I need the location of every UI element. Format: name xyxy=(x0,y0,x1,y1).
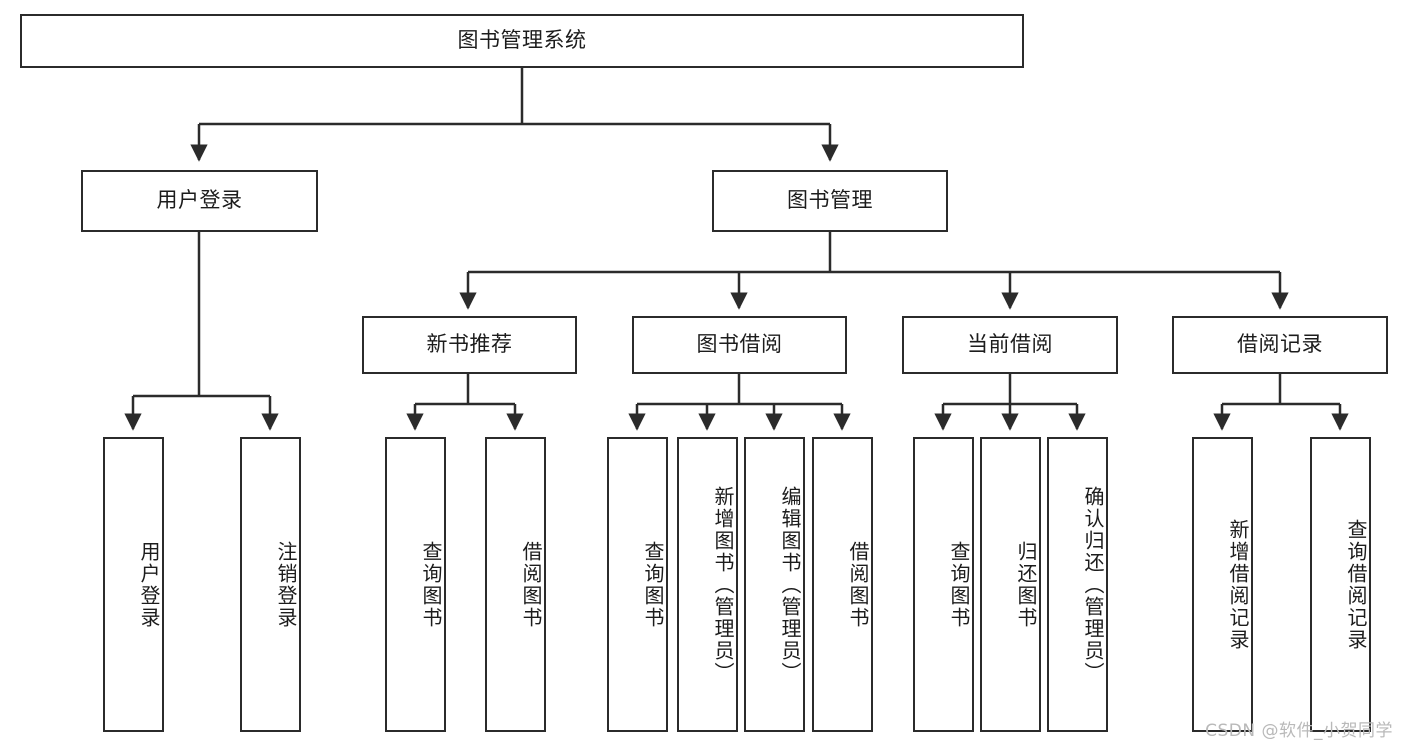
node-leaf-add-book[interactable]: 新增图书（管理员） xyxy=(677,437,738,732)
node-user-login-label: 用户登录 xyxy=(156,188,243,213)
node-leaf-logout-login[interactable]: 注销登录 xyxy=(240,437,301,732)
node-leaf-borrow-book-2-label: 借阅图书 xyxy=(846,540,870,629)
node-leaf-return-book[interactable]: 归还图书 xyxy=(980,437,1041,732)
node-leaf-return-book-label: 归还图书 xyxy=(1014,540,1038,629)
node-leaf-borrow-book-2[interactable]: 借阅图书 xyxy=(812,437,873,732)
node-book-borrow[interactable]: 图书借阅 xyxy=(632,316,847,374)
node-leaf-confirm-return-label: 确认归还（管理员） xyxy=(1081,485,1105,684)
node-book-borrow-label: 图书借阅 xyxy=(696,332,783,357)
node-current-borrow-label: 当前借阅 xyxy=(967,332,1053,357)
node-leaf-query-book-3-label: 查询图书 xyxy=(947,540,971,629)
node-root-label: 图书管理系统 xyxy=(457,28,587,53)
node-leaf-query-record-label: 查询借阅记录 xyxy=(1344,518,1368,651)
node-leaf-borrow-book-1-label: 借阅图书 xyxy=(519,540,543,629)
node-leaf-query-record[interactable]: 查询借阅记录 xyxy=(1310,437,1371,732)
node-book-management[interactable]: 图书管理 xyxy=(712,170,948,232)
node-borrow-record-label: 借阅记录 xyxy=(1237,332,1323,357)
csdn-watermark: CSDN @软件_小贺同学 xyxy=(1205,721,1393,741)
node-new-book-recommend[interactable]: 新书推荐 xyxy=(362,316,577,374)
node-user-login[interactable]: 用户登录 xyxy=(81,170,318,232)
node-leaf-user-login-label: 用户登录 xyxy=(137,540,161,629)
node-leaf-query-book-2[interactable]: 查询图书 xyxy=(607,437,668,732)
node-leaf-logout-login-label: 注销登录 xyxy=(274,540,298,629)
node-root[interactable]: 图书管理系统 xyxy=(20,14,1024,68)
node-leaf-user-login[interactable]: 用户登录 xyxy=(103,437,164,732)
node-book-management-label: 图书管理 xyxy=(787,188,873,213)
node-leaf-confirm-return[interactable]: 确认归还（管理员） xyxy=(1047,437,1108,732)
node-leaf-edit-book[interactable]: 编辑图书（管理员） xyxy=(744,437,805,732)
node-leaf-query-book-3[interactable]: 查询图书 xyxy=(913,437,974,732)
node-leaf-borrow-book-1[interactable]: 借阅图书 xyxy=(485,437,546,732)
node-current-borrow[interactable]: 当前借阅 xyxy=(902,316,1118,374)
node-borrow-record[interactable]: 借阅记录 xyxy=(1172,316,1388,374)
node-new-book-recommend-label: 新书推荐 xyxy=(426,332,513,357)
node-leaf-add-record[interactable]: 新增借阅记录 xyxy=(1192,437,1253,732)
node-leaf-query-book-1[interactable]: 查询图书 xyxy=(385,437,446,732)
node-leaf-edit-book-label: 编辑图书（管理员） xyxy=(778,485,802,684)
node-leaf-add-book-label: 新增图书（管理员） xyxy=(711,485,735,684)
node-leaf-query-book-2-label: 查询图书 xyxy=(641,540,665,629)
node-leaf-add-record-label: 新增借阅记录 xyxy=(1226,518,1250,651)
node-leaf-query-book-1-label: 查询图书 xyxy=(419,540,443,629)
